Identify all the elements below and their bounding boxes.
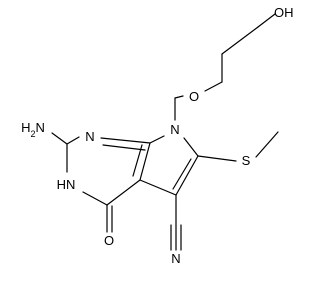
- bond-c6-c5-inner: [172, 158, 192, 190]
- atom-oh: OH: [274, 5, 294, 20]
- bond-c2-nh2: [51, 132, 68, 145]
- atom-o-carbonyl: O: [104, 233, 114, 248]
- bond-c7a-n1-inner: [102, 144, 146, 151]
- bond-n3-c4: [82, 191, 108, 206]
- bond-n7-c7a: [149, 135, 165, 144]
- bonds: [51, 13, 279, 251]
- atom-nh2: H2N: [21, 120, 45, 139]
- bond-o-ch2: [174, 95, 184, 99]
- bond-c3-o: [204, 81, 223, 92]
- bond-c6-c5: [175, 155, 199, 196]
- bond-c6-s: [197, 155, 237, 162]
- bond-c4-c4a: [106, 179, 141, 206]
- atom-s: S: [242, 153, 251, 168]
- molecule-structure: OH O N N H2N HN O S N: [21, 5, 293, 266]
- atom-n-pyrrole: N: [170, 122, 179, 137]
- atom-o-ether: O: [189, 89, 199, 104]
- bond-c1-c2: [221, 26, 259, 55]
- bond-c7a-n1: [100, 137, 151, 144]
- bond-oh-c1: [257, 13, 276, 28]
- bond-n7-c6: [183, 137, 199, 157]
- bond-n1-c2: [66, 136, 80, 145]
- bond-c5-c4a: [139, 179, 177, 196]
- bond-c4a-c7a: [139, 142, 151, 181]
- atom-hn: HN: [57, 177, 76, 192]
- bond-s-ch3: [255, 131, 279, 158]
- atom-n-pyrimidine: N: [85, 129, 94, 144]
- bond-c4a-c7a-inner: [132, 144, 143, 177]
- atom-n-nitrile: N: [171, 251, 180, 266]
- atom-labels: OH O N N H2N HN O S N: [21, 5, 293, 266]
